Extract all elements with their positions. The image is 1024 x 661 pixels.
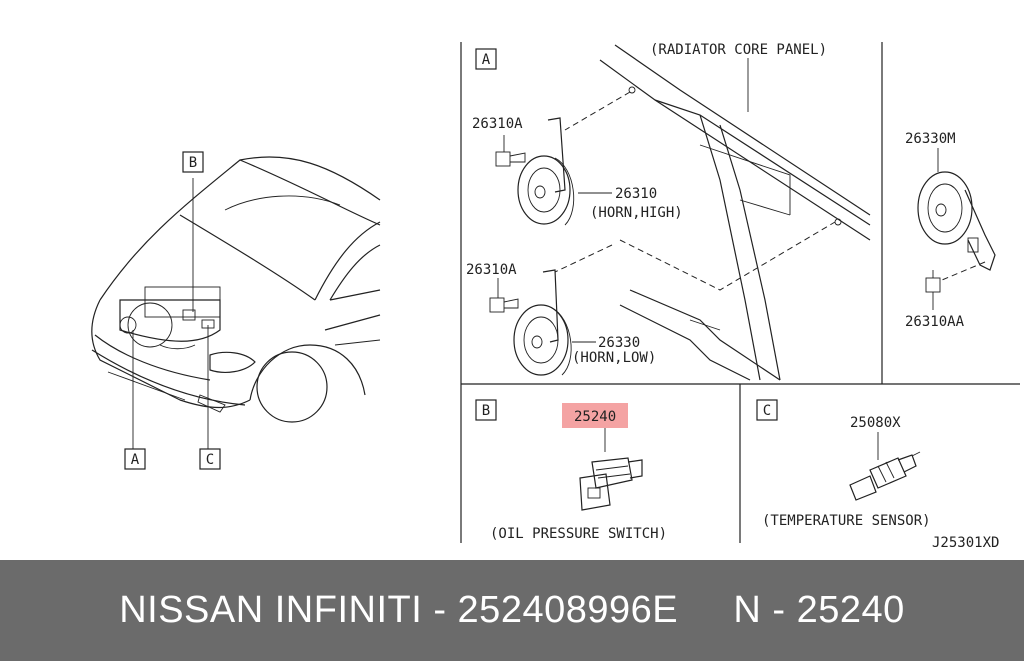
- footer-bar: NISSAN INFINITI - 252408996E N - 25240: [0, 560, 1024, 661]
- panel-c-label: C: [763, 403, 771, 419]
- callout-box-a-car: A: [124, 448, 146, 470]
- panel-b: B 25240 (OIL PRESSURE SWITCH): [475, 399, 667, 542]
- footer-text: NISSAN INFINITI - 252408996E N - 25240: [119, 589, 905, 631]
- part-25240-label: 25240: [574, 409, 616, 425]
- diagram-code: J25301XD: [932, 535, 999, 551]
- panel-a-label: A: [482, 52, 491, 68]
- part-26330m-label: 26330M: [905, 131, 956, 147]
- diagram-svg: B A C A (RADIATOR CORE PANEL): [91, 42, 1020, 551]
- part-26310a-bottom-label: 26310A: [466, 262, 517, 278]
- horn-low-label: (HORN,LOW): [572, 350, 656, 366]
- callout-b-car-label: B: [189, 155, 197, 171]
- callout-box-c-car: C: [199, 448, 221, 470]
- callout-c-car-label: C: [206, 452, 214, 468]
- part-26330-label: 26330: [598, 335, 640, 351]
- temperature-sensor-label: (TEMPERATURE SENSOR): [762, 513, 931, 529]
- callout-a-car-label: A: [131, 452, 140, 468]
- radiator-core-panel-label: (RADIATOR CORE PANEL): [650, 42, 827, 58]
- callout-box-b-car: B: [182, 151, 204, 173]
- part-26310aa-label: 26310AA: [905, 314, 965, 330]
- panel-frame: [460, 42, 1020, 543]
- oil-pressure-switch-label: (OIL PRESSURE SWITCH): [490, 526, 667, 542]
- panel-horn-m: 26330M 26310AA: [905, 131, 996, 330]
- part-25240-highlight: [562, 403, 628, 428]
- part-25080x-label: 25080X: [850, 415, 901, 431]
- part-26310a-top-label: 26310A: [472, 116, 523, 132]
- car-illustration: [91, 156, 381, 450]
- panel-b-label: B: [482, 403, 490, 419]
- part-26310-label: 26310: [615, 186, 657, 202]
- panel-a: A (RADIATOR CORE PANEL) 26310A 26310: [466, 42, 871, 381]
- panel-c: C 25080X (TEMPERATURE SENSOR): [756, 399, 931, 529]
- parts-diagram: B A C A (RADIATOR CORE PANEL): [91, 42, 1020, 551]
- horn-high-label: (HORN,HIGH): [590, 205, 683, 221]
